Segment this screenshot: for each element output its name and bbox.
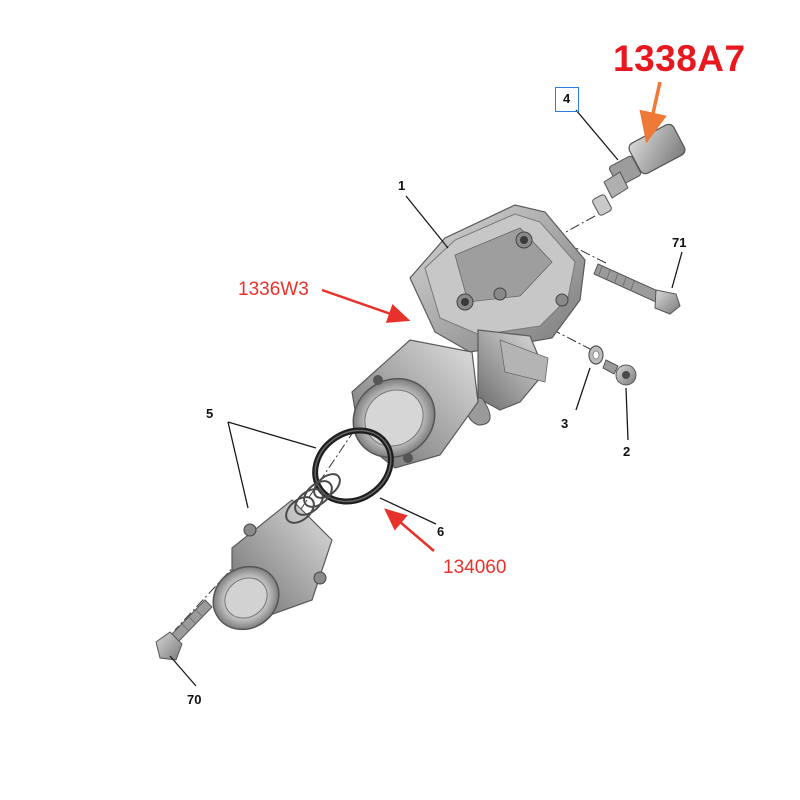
thermostat-element bbox=[212, 473, 341, 631]
callout-6: 6 bbox=[437, 524, 445, 539]
thermostat-housing bbox=[351, 204, 586, 469]
callout-3: 3 bbox=[561, 416, 569, 431]
callout-2: 2 bbox=[623, 444, 631, 459]
callout-70: 70 bbox=[187, 692, 202, 707]
temperature-sensor bbox=[592, 123, 686, 216]
part-number-sensor: 1338A7 bbox=[613, 38, 746, 79]
callout-71: 71 bbox=[672, 235, 687, 250]
leader-lines bbox=[169, 109, 683, 687]
washer-3 bbox=[588, 345, 604, 365]
seal-ring bbox=[312, 427, 394, 505]
part-number-seal: 134060 bbox=[443, 557, 507, 578]
callout-5: 5 bbox=[206, 406, 214, 421]
annotation-arrows bbox=[321, 81, 667, 552]
bolt-71 bbox=[593, 263, 681, 315]
screw-2 bbox=[602, 359, 637, 386]
bolt-70 bbox=[155, 599, 213, 661]
highlight-box-4 bbox=[555, 87, 579, 112]
callout-4: 4 bbox=[563, 91, 571, 106]
part-number-housing: 1336W3 bbox=[238, 279, 309, 300]
callout-1: 1 bbox=[398, 178, 406, 193]
